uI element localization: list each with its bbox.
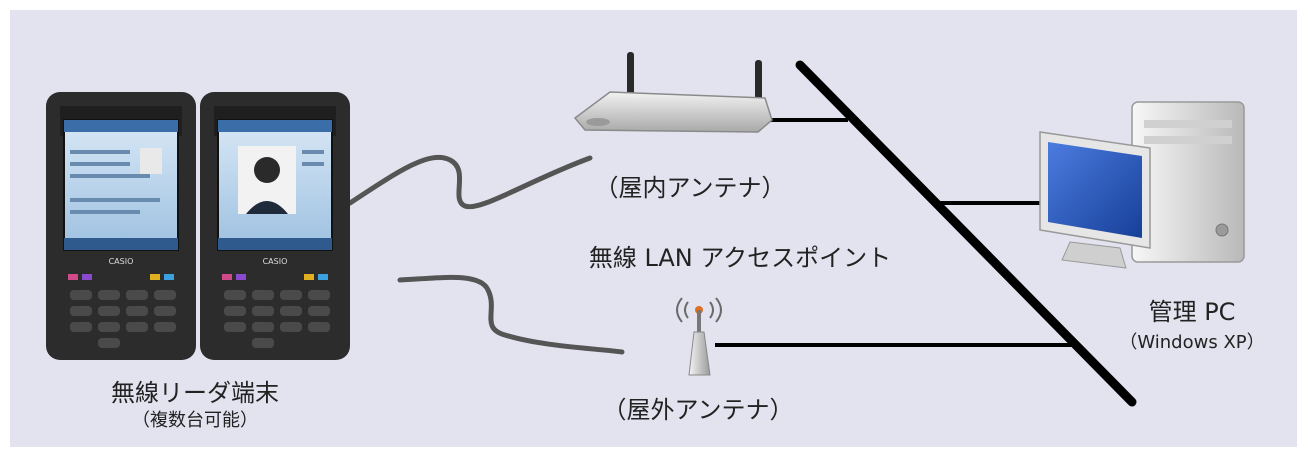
handheld-terminal-icon: CASIO	[200, 92, 350, 360]
router-icon	[573, 52, 773, 133]
diagram-canvas: CASIO CASIO	[46, 52, 1245, 407]
indoor-antenna-label: （屋内アンテナ）	[594, 174, 786, 202]
outdoor-antenna-icon	[676, 297, 722, 376]
outdoor-antenna-label: （屋外アンテナ）	[602, 396, 794, 424]
device-brand-label: CASIO	[263, 257, 288, 266]
handheld-terminal-icon: CASIO	[46, 92, 196, 360]
access-point-label: 無線 LAN アクセスポイント	[588, 244, 892, 272]
handheld-terminal-label: 無線リーダ端末	[111, 379, 279, 407]
device-brand-label: CASIO	[109, 257, 134, 266]
wireless-wave-outdoor	[397, 274, 625, 355]
wireless-wave-indoor	[347, 154, 593, 210]
network-backbone-line	[795, 60, 1137, 407]
handheld-terminal-sublabel: （複数台可能）	[132, 410, 258, 431]
desktop-pc-icon	[1039, 101, 1245, 269]
network-diagram: CASIO CASIO	[10, 10, 1297, 447]
pc-label: 管理 PC	[1148, 298, 1236, 326]
pc-sublabel: （Windows XP）	[1119, 332, 1265, 353]
